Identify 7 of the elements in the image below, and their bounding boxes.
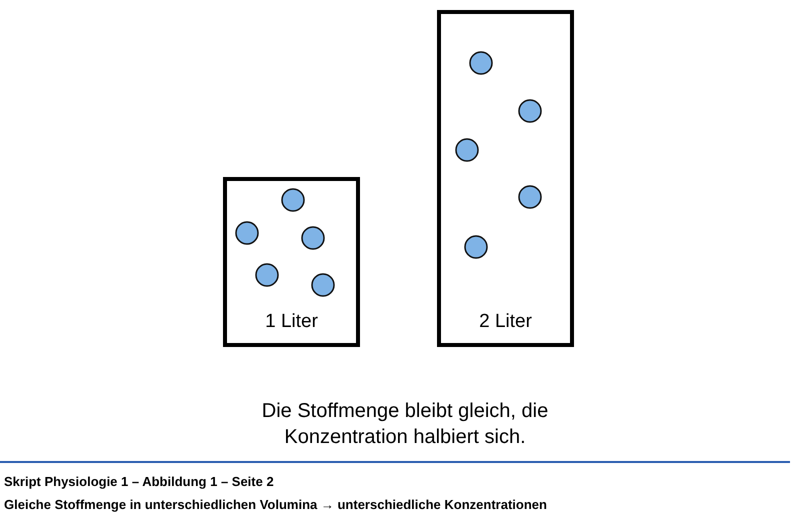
figure-reference: Skript Physiologie 1 – Abbildung 1 – Seite 2 [4, 474, 274, 489]
caption: Gleiche Stoffmenge in unterschiedlichen Volumina → unterschiedliche Konzentrationen [4, 497, 547, 512]
container-box [223, 177, 360, 347]
volume-label: 1 Liter [265, 311, 318, 333]
volume-label: 2 Liter [479, 311, 532, 333]
statement-text: Die Stoffmenge bleibt gleich, die Konzentration halbiert sich. [260, 399, 550, 450]
container-box [437, 10, 574, 347]
